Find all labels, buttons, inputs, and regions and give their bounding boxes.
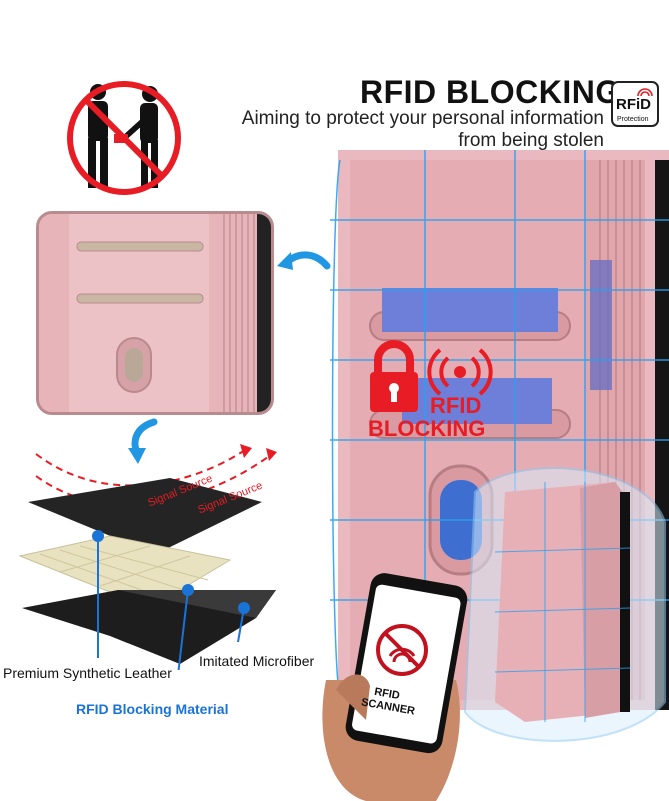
arrow-left-icon xyxy=(277,251,331,270)
rfid-protection-badge: RFiD Protection xyxy=(611,81,659,127)
subtitle-line-2: from being stolen xyxy=(458,130,604,151)
wifi-signal-icon xyxy=(637,88,653,97)
label-rfid-material: RFID Blocking Material xyxy=(76,701,229,717)
subtitle-line-1: Aiming to protect your personal informat… xyxy=(241,108,604,129)
wallet-interior-graphic xyxy=(39,214,271,412)
badge-main-text: RFiD xyxy=(616,96,651,113)
anti-theft-illustration xyxy=(67,81,181,195)
rfid-overlay-line-2: BLOCKING xyxy=(368,416,486,441)
closed-wallet-shield xyxy=(463,467,666,742)
page-title: RFID BLOCKING xyxy=(360,74,621,110)
arrow-down-icon xyxy=(128,418,158,464)
phone-scanner-illustration xyxy=(322,573,468,801)
rfid-overlay-line-1: RFID xyxy=(430,393,482,418)
wallet-interior-closeup xyxy=(36,211,274,415)
label-microfiber: Imitated Microfiber xyxy=(199,653,315,669)
layers-diagram xyxy=(18,444,277,670)
badge-small-text: Protection xyxy=(617,116,649,123)
label-leather: Premium Synthetic Leather xyxy=(3,665,172,681)
